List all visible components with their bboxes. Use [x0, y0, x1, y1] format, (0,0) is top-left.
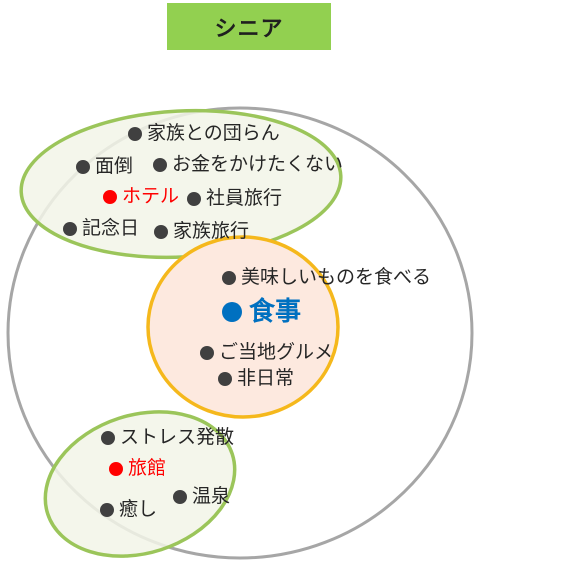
item-label: ご当地グルメ: [219, 341, 334, 363]
bullet-dot-icon: [187, 191, 201, 206]
item-label: 社員旅行: [206, 187, 283, 209]
bullet-dot-icon: [103, 189, 117, 204]
list-item: お金をかけたくない: [153, 155, 343, 174]
list-item: 美味しいものを食べる: [222, 268, 431, 287]
list-item: 温泉: [173, 487, 230, 506]
bullet-dot-icon: [63, 221, 77, 236]
bullet-dot-icon: [76, 159, 90, 174]
bullet-dot-icon: [222, 302, 242, 322]
bullet-dot-icon: [101, 430, 115, 445]
item-label: 家族旅行: [173, 220, 250, 242]
list-item: ご当地グルメ: [200, 343, 333, 362]
bullet-dot-icon: [154, 224, 168, 239]
item-label: ホテル: [122, 185, 180, 207]
diagram-title: シニア: [167, 3, 331, 50]
bottom-group-ellipse: [43, 410, 237, 558]
item-label: 美味しいものを食べる: [241, 266, 432, 288]
list-item-highlight: 旅館: [109, 459, 166, 478]
bullet-dot-icon: [200, 345, 214, 360]
item-label: 非日常: [237, 367, 295, 389]
item-label: 癒し: [119, 498, 158, 520]
list-item: ストレス発散: [101, 428, 234, 447]
bullet-dot-icon: [153, 157, 167, 172]
item-label: 旅館: [128, 457, 167, 479]
list-item: 面倒: [76, 157, 133, 176]
list-item: 社員旅行: [187, 189, 282, 208]
core-circle: [146, 235, 340, 419]
item-label: お金をかけたくない: [172, 153, 344, 175]
outer-circle: [6, 106, 474, 560]
bullet-dot-icon: [109, 461, 123, 476]
list-item: 家族旅行: [154, 222, 249, 241]
item-label: 家族との団らん: [147, 122, 280, 144]
item-label: 温泉: [192, 485, 231, 507]
bullet-dot-icon: [100, 502, 114, 517]
core-item-highlight: 食事: [222, 299, 301, 325]
item-label: 面倒: [95, 155, 134, 177]
item-label: 食事: [249, 297, 302, 327]
list-item: 家族との団らん: [128, 124, 280, 143]
list-item: 癒し: [100, 500, 157, 519]
bullet-dot-icon: [173, 489, 187, 504]
bullet-dot-icon: [222, 270, 236, 285]
bullet-dot-icon: [128, 126, 142, 141]
list-item: 記念日: [63, 219, 139, 238]
list-item-highlight: ホテル: [103, 187, 179, 206]
item-label: ストレス発散: [120, 426, 235, 448]
item-label: 記念日: [82, 217, 140, 239]
list-item: 非日常: [218, 369, 294, 388]
bullet-dot-icon: [218, 371, 232, 386]
